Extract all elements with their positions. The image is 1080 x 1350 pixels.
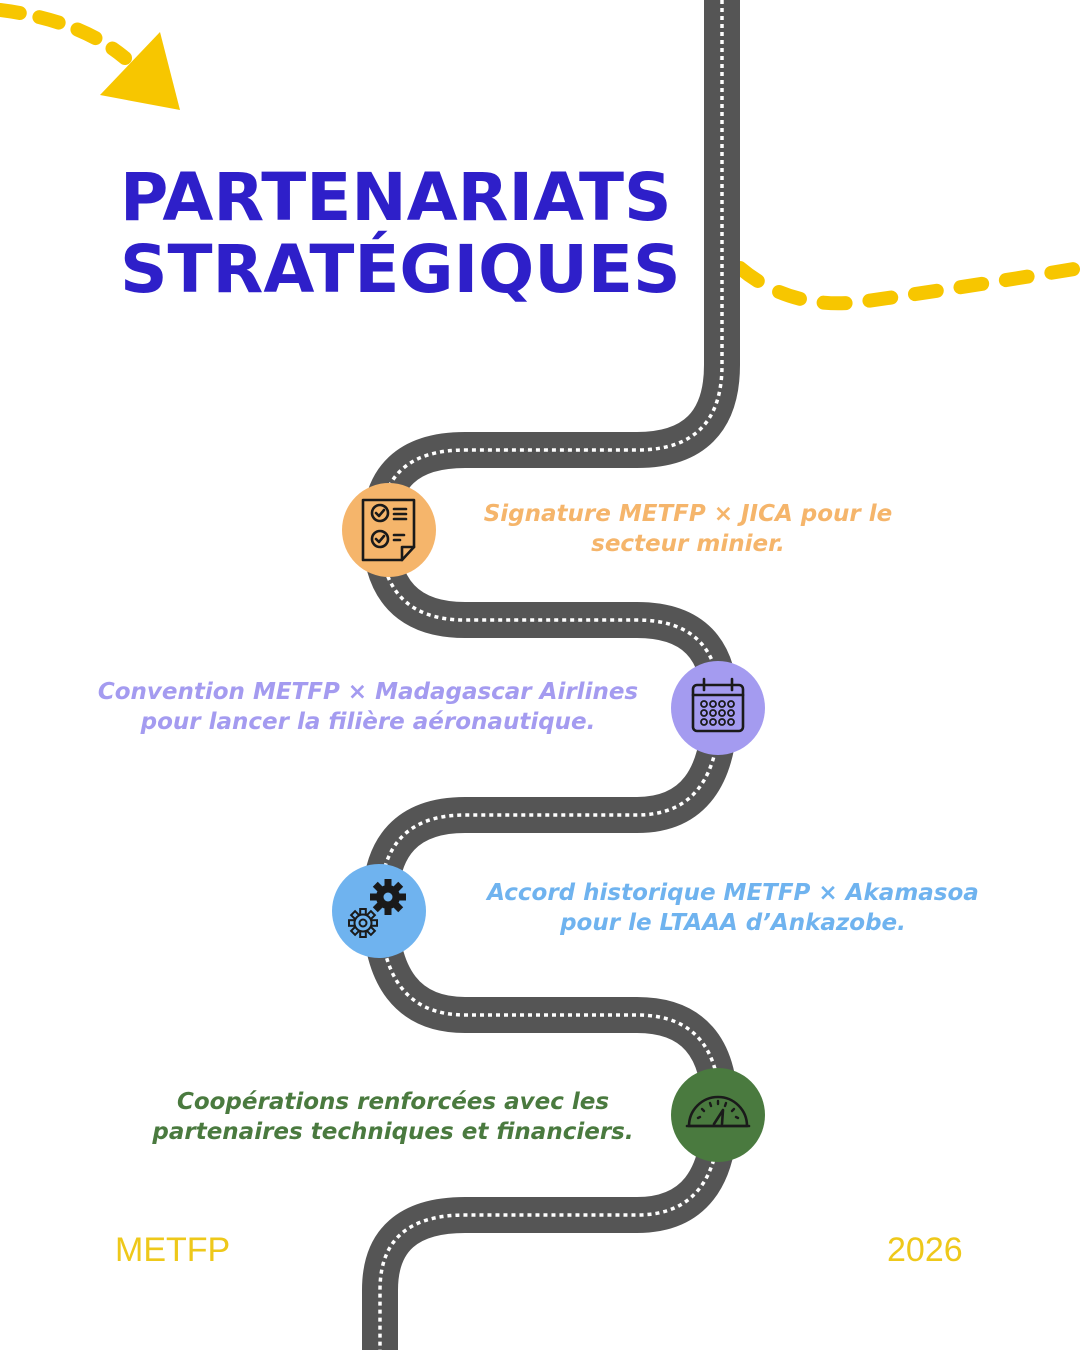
milestone-1-line-2: secteur minier.	[591, 531, 785, 557]
calendar-icon	[671, 661, 765, 755]
page-title-line-1: PARTENARIATS	[120, 159, 672, 236]
milestone-1-text: Signature METFP × JICA pour le secteur m…	[470, 499, 906, 559]
footer-organization: METFP	[115, 1231, 231, 1269]
milestone-3-text: Accord historique METFP × Akamasoa pour …	[470, 878, 996, 938]
milestone-2-marker	[671, 661, 765, 755]
milestone-4-text: Coopérations renforcées avec les partena…	[120, 1087, 666, 1147]
milestone-2-line-1: Convention METFP × Madagascar Airlines	[97, 679, 639, 705]
milestone-4-line-2: partenaires techniques et financiers.	[152, 1119, 634, 1145]
gears-icon	[332, 864, 426, 958]
milestone-4-marker	[671, 1068, 765, 1162]
milestone-2-line-2: pour lancer la filière aéronautique.	[140, 709, 596, 735]
dashed-curve-path	[733, 261, 1080, 311]
milestone-3-marker	[332, 864, 426, 958]
arrow-head-icon	[100, 32, 180, 110]
speedometer-icon	[671, 1068, 765, 1162]
milestone-3-line-2: pour le LTAAA d’Ankazobe.	[560, 910, 906, 936]
milestone-4-line-1: Coopérations renforcées avec les	[176, 1089, 610, 1115]
milestone-2-text: Convention METFP × Madagascar Airlines p…	[70, 677, 666, 737]
page-title-line-2: STRATÉGIQUES	[120, 231, 681, 308]
dashed-arrow-path	[0, 3, 132, 65]
footer-year: 2026	[887, 1231, 963, 1269]
checklist-document-icon	[342, 483, 436, 577]
milestone-3-line-1: Accord historique METFP × Akamasoa	[487, 880, 979, 906]
milestone-1-marker	[342, 483, 436, 577]
milestone-1-line-1: Signature METFP × JICA pour le	[483, 501, 893, 527]
